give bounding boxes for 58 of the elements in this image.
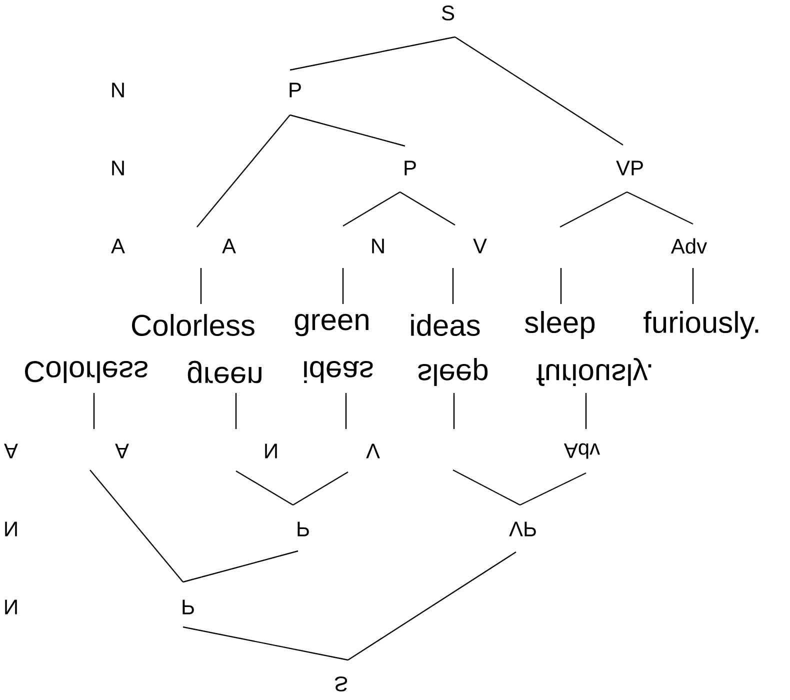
tree-branch [182,550,298,583]
tree-branch [345,393,347,429]
category-label: P [290,82,301,98]
tree-branch [342,191,400,227]
word: sleep [524,311,595,339]
tree-branch [290,36,456,71]
category-label: N [372,238,384,254]
tree-branch [196,114,290,228]
tree-branch [560,191,628,228]
category-label: N [112,160,124,176]
tree-branch [236,470,294,506]
tree-branch [200,268,202,304]
category-label: N [265,444,277,458]
category-label: A [222,238,236,254]
tree-branch [520,472,586,506]
word: Colorless [25,360,148,383]
category-label: P [298,522,309,536]
category-label: N [112,82,124,98]
tree-branch [400,191,456,226]
tree-branch [235,393,237,429]
tree-branch [692,268,694,304]
category-label: A [115,444,129,458]
tree-branch [93,393,95,429]
category-label: S [334,676,348,692]
word: furiously. [536,358,652,386]
category-label: S [442,6,454,20]
tree-branch [585,393,587,429]
category-label: A [111,238,125,254]
word: furiously. [644,311,758,339]
tree-branch [290,114,406,147]
tree-branch [90,470,184,582]
category-label: Adv [670,238,708,254]
category-label: A [4,444,18,458]
tree-branch [560,268,562,304]
tree-branch [348,551,516,660]
category-label: VP [616,160,643,176]
category-label: V [366,444,380,458]
category-label: P [404,160,416,176]
word: ideas [304,360,373,383]
tree-branch [292,471,348,506]
tree-branch [626,191,694,225]
tree-branch [454,36,624,146]
category-label: Adv [564,443,600,459]
category-label: N [5,600,17,614]
tree-branch [452,268,454,304]
word: Colorless [132,314,254,336]
word: sleep [418,358,488,386]
tree-branch [452,469,520,506]
category-label: VP [509,522,536,536]
tree-branch [342,268,344,304]
tree-branch [182,626,348,661]
word: ideas [411,314,480,336]
word: green [294,314,368,336]
word: green [188,360,262,384]
category-label: V [473,238,487,254]
category-label: P [182,600,194,614]
category-label: N [5,522,17,536]
tree-branch [453,393,455,429]
